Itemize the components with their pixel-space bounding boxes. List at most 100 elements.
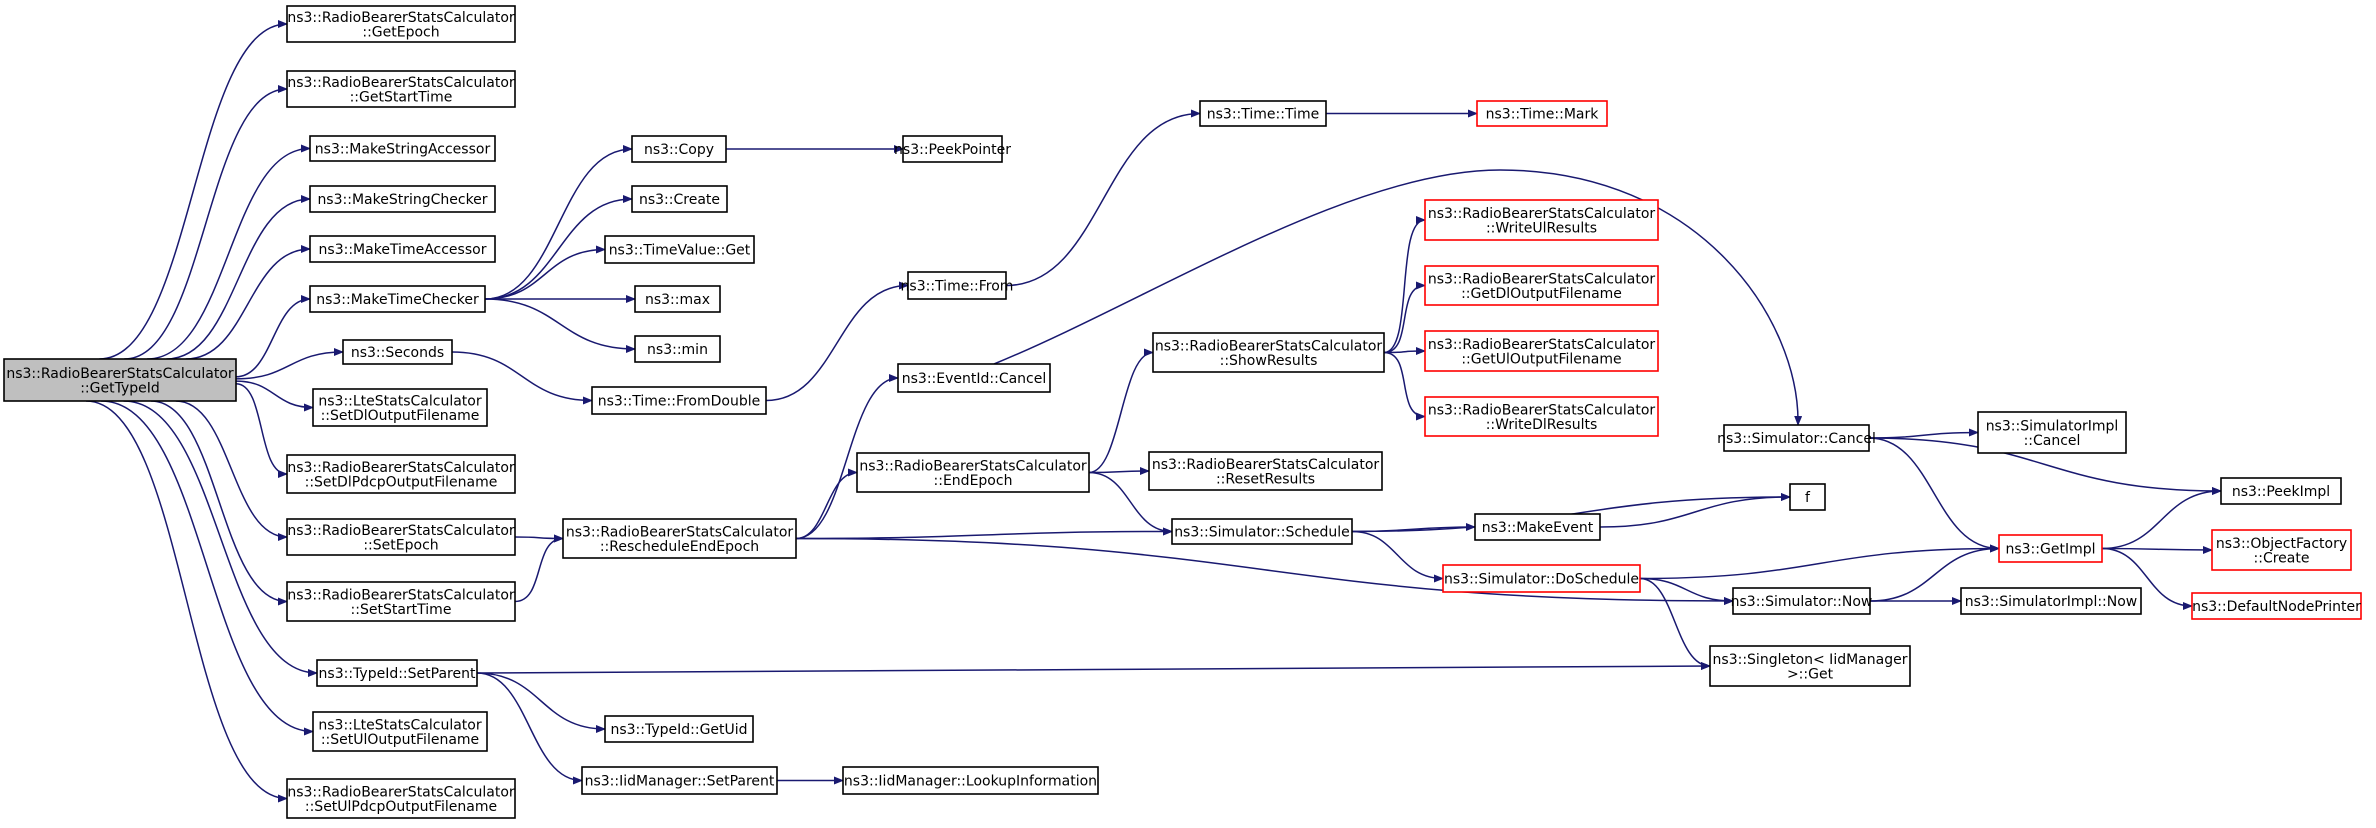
- edge-root-to-makestringaccessor: [147, 144, 311, 360]
- node-setparent[interactable]: ns3::TypeId::SetParent: [316, 659, 478, 687]
- node-timefrom[interactable]: ns3::Time::From: [901, 271, 1014, 300]
- node-label: ns3::EventId::Cancel: [902, 371, 1047, 387]
- edge-timefrom-to-timetime: [1005, 109, 1201, 287]
- node-box: [1476, 100, 1608, 127]
- edge-reschedule-to-simnow: [795, 537, 1734, 605]
- node-f[interactable]: f: [1789, 483, 1826, 511]
- node-fromdouble[interactable]: ns3::Time::FromDouble: [591, 386, 767, 415]
- node-doschedule[interactable]: ns3::Simulator::DoSchedule: [1442, 564, 1641, 593]
- node-box: [1424, 396, 1659, 437]
- node-label: ::GetTypeId: [80, 380, 160, 396]
- node-resetresults[interactable]: ns3::RadioBearerStatsCalculator::ResetRe…: [1148, 451, 1383, 491]
- node-box: [1709, 645, 1911, 687]
- node-label: ::GetUlOutputFilename: [1461, 351, 1621, 367]
- node-simschedule[interactable]: ns3::Simulator::Schedule: [1171, 518, 1353, 545]
- node-lookupinfo[interactable]: ns3::IidManager::LookupInformation: [842, 766, 1099, 795]
- node-getdlout[interactable]: ns3::RadioBearerStatsCalculator::GetDlOu…: [1424, 265, 1659, 306]
- edge-maketimechecker-to-timevalueget: [484, 245, 606, 300]
- node-endepoch[interactable]: ns3::RadioBearerStatsCalculator::EndEpoc…: [856, 452, 1090, 493]
- node-label: ::Create: [2254, 550, 2310, 566]
- node-maketimeaccessor[interactable]: ns3::MakeTimeAccessor: [309, 235, 496, 263]
- node-singletonget[interactable]: ns3::Singleton< IidManager >::Get: [1709, 645, 1911, 687]
- node-setstarttime[interactable]: ns3::RadioBearerStatsCalculator::SetStar…: [286, 581, 516, 622]
- node-label: ns3::Time::FromDouble: [598, 394, 761, 410]
- node-box: [312, 388, 488, 427]
- edge-getimpl-to-defaultnodeprinter: [2101, 547, 2193, 610]
- edge-simschedule-to-makeevent: [1351, 523, 1476, 533]
- node-makestringaccessor[interactable]: ns3::MakeStringAccessor: [309, 135, 496, 162]
- node-getulout[interactable]: ns3::RadioBearerStatsCalculator::GetUlOu…: [1424, 330, 1659, 372]
- node-box: [1998, 534, 2103, 563]
- node-label: ns3::Simulator::Now: [1731, 594, 1873, 610]
- node-iidsetparent[interactable]: ns3::IidManager::SetParent: [581, 766, 778, 795]
- node-create[interactable]: ns3::Create: [631, 185, 728, 213]
- node-root[interactable]: ns3::RadioBearerStatsCalculator::GetType…: [3, 358, 237, 402]
- node-writeul[interactable]: ns3::RadioBearerStatsCalculator::WriteUl…: [1424, 199, 1659, 241]
- node-setepoch[interactable]: ns3::RadioBearerStatsCalculator::SetEpoc…: [286, 518, 516, 556]
- edge-reschedule-to-simschedule: [795, 527, 1173, 540]
- node-simcancel[interactable]: ns3::Simulator::Cancel: [1717, 424, 1876, 452]
- node-timevalueget[interactable]: ns3::TimeValue::Get: [604, 235, 755, 264]
- node-label: ns3::RadioBearerStatsCalculator: [859, 458, 1087, 474]
- node-ltesetdl[interactable]: ns3::LteStatsCalculator::SetDlOutputFile…: [312, 388, 488, 427]
- node-timetime[interactable]: ns3::Time::Time: [1199, 100, 1327, 127]
- node-getstarttime[interactable]: ns3::RadioBearerStatsCalculator::GetStar…: [286, 70, 516, 108]
- edge-endepoch-to-showresults: [1088, 348, 1154, 474]
- node-typeidgetuid[interactable]: ns3::TypeId::GetUid: [604, 715, 754, 743]
- node-label: ns3::TypeId::GetUid: [610, 722, 747, 738]
- node-label: ::GetEpoch: [362, 24, 439, 40]
- node-box: [907, 271, 1007, 300]
- node-copy[interactable]: ns3::Copy: [631, 135, 727, 163]
- node-label: f: [1805, 490, 1811, 506]
- node-timemark[interactable]: ns3::Time::Mark: [1476, 100, 1608, 127]
- node-getepoch[interactable]: ns3::RadioBearerStatsCalculator::GetEpoc…: [286, 5, 516, 43]
- edge-makeevent-to-f: [1599, 493, 1791, 528]
- node-rbsetdlpdcp[interactable]: ns3::RadioBearerStatsCalculator::SetDlPd…: [286, 454, 516, 494]
- node-label: ::EndEpoch: [934, 473, 1013, 489]
- node-box: [1789, 483, 1826, 511]
- edge-root-to-getstarttime: [124, 85, 288, 360]
- node-simimplnow[interactable]: ns3::SimulatorImpl::Now: [1960, 587, 2142, 615]
- node-writedl[interactable]: ns3::RadioBearerStatsCalculator::WriteDl…: [1424, 396, 1659, 437]
- edge-getimpl-to-objfactorycreate: [2101, 545, 2213, 554]
- edge-doschedule-to-getimpl: [1639, 544, 2000, 580]
- node-reschedule[interactable]: ns3::RadioBearerStatsCalculator::Resched…: [562, 518, 797, 559]
- node-defaultnodeprinter[interactable]: ns3::DefaultNodePrinter: [2191, 592, 2362, 620]
- node-simnow[interactable]: ns3::Simulator::Now: [1731, 587, 1873, 615]
- node-label: ns3::PeekPointer: [894, 142, 1011, 158]
- node-makeevent[interactable]: ns3::MakeEvent: [1474, 513, 1601, 541]
- node-label: ::RescheduleEndEpoch: [600, 539, 759, 555]
- node-label: ::Cancel: [2024, 433, 2081, 449]
- edge-seconds-to-fromdouble: [451, 351, 593, 405]
- node-objfactorycreate[interactable]: ns3::ObjectFactory::Create: [2211, 529, 2352, 571]
- edge-simcancel-to-peekimpl: [1868, 437, 2222, 495]
- node-label: ns3::TypeId::SetParent: [319, 666, 476, 682]
- edge-root-to-seconds: [235, 348, 344, 380]
- node-peekpointer[interactable]: ns3::PeekPointer: [894, 135, 1011, 163]
- node-makestringchecker[interactable]: ns3::MakeStringChecker: [309, 185, 496, 213]
- node-label: ns3::RadioBearerStatsCalculator: [287, 75, 515, 91]
- node-peekimpl[interactable]: ns3::PeekImpl: [2220, 477, 2342, 505]
- node-rbsetulpdcp[interactable]: ns3::RadioBearerStatsCalculator::SetUlPd…: [286, 778, 516, 819]
- node-simimplcancel[interactable]: ns3::SimulatorImpl::Cancel: [1977, 411, 2127, 454]
- node-maketimechecker[interactable]: ns3::MakeTimeChecker: [309, 285, 486, 313]
- node-box: [286, 70, 516, 108]
- node-getimpl[interactable]: ns3::GetImpl: [1998, 534, 2103, 563]
- edge-root-to-ltesetul: [101, 400, 314, 736]
- edge-root-to-setepoch: [175, 400, 288, 541]
- node-ltesetul[interactable]: ns3::LteStatsCalculator::SetUlOutputFile…: [312, 711, 488, 752]
- node-label: ns3::IidManager::SetParent: [585, 774, 775, 790]
- node-label: ns3::Create: [639, 192, 720, 208]
- node-box: [309, 235, 496, 263]
- node-label: ns3::MakeStringChecker: [317, 192, 487, 208]
- node-showresults[interactable]: ns3::RadioBearerStatsCalculator::ShowRes…: [1152, 332, 1385, 373]
- node-max[interactable]: ns3::max: [634, 285, 721, 313]
- node-box: [842, 766, 1099, 795]
- node-box: [1152, 332, 1385, 373]
- node-seconds[interactable]: ns3::Seconds: [342, 339, 453, 365]
- node-label: ns3::DefaultNodePrinter: [2192, 599, 2361, 615]
- node-min[interactable]: ns3::min: [634, 335, 721, 363]
- node-box: [1732, 587, 1871, 615]
- node-label: ns3::MakeStringAccessor: [315, 142, 491, 158]
- node-eventcancel[interactable]: ns3::EventId::Cancel: [897, 363, 1051, 393]
